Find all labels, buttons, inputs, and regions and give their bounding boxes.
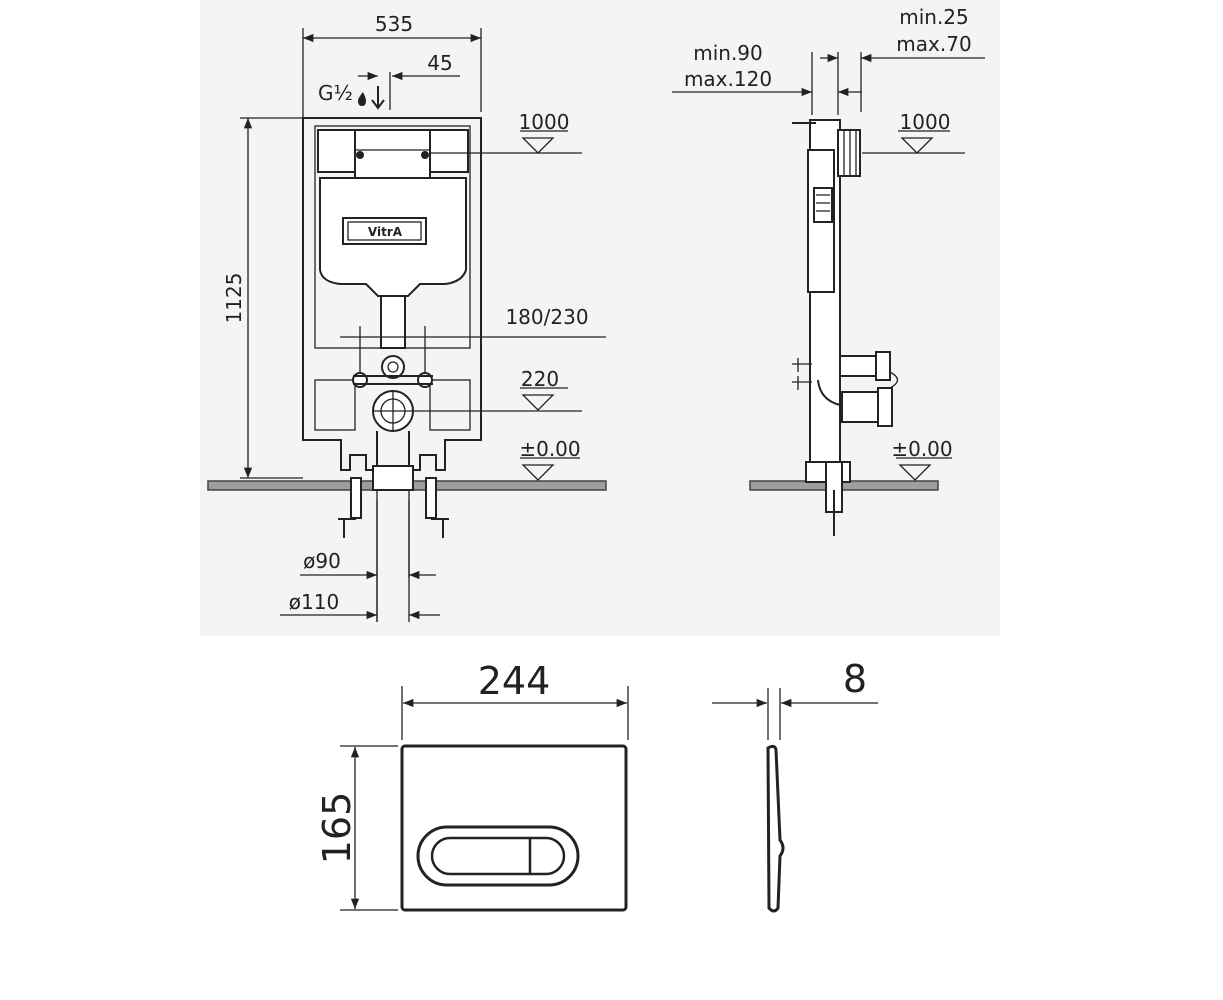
frame-front-view: VitrA G½ bbox=[207, 81, 607, 622]
pipe-90-label: ø90 bbox=[303, 549, 341, 573]
inlet-offset-label: 45 bbox=[427, 51, 452, 75]
inlet-thread-label: G½ bbox=[318, 81, 353, 105]
plate-thickness-label: 8 bbox=[843, 657, 867, 701]
plate-height-label: 165 bbox=[315, 792, 359, 865]
wall-gap-min-label: min.90 bbox=[693, 41, 763, 65]
drawing-background bbox=[200, 0, 1000, 636]
front-dimensions: 535 45 1125 1000 180/230 220 ±0.00 ø90 bbox=[222, 12, 606, 620]
flush-unit bbox=[354, 129, 431, 179]
flush-plate-side: 8 bbox=[712, 657, 878, 913]
level-220-label: 220 bbox=[521, 367, 559, 391]
wall-gap-max-label: max.120 bbox=[684, 67, 772, 91]
frame-side-view bbox=[749, 119, 939, 536]
flush-button-ring bbox=[416, 825, 580, 887]
height-1125-label: 1125 bbox=[222, 273, 246, 324]
side-level-floor-label: ±0.00 bbox=[891, 437, 952, 461]
plate-width-label: 244 bbox=[478, 659, 551, 703]
outlet-spacing-label: 180/230 bbox=[505, 305, 588, 329]
width-535-label: 535 bbox=[375, 12, 413, 36]
level-1000-label: 1000 bbox=[519, 110, 570, 134]
brand-label: VitrA bbox=[368, 225, 403, 239]
flush-plate-front: 244 165 bbox=[315, 659, 629, 912]
side-level-1000-label: 1000 bbox=[900, 110, 951, 134]
fixing-point bbox=[381, 355, 405, 379]
depth-max-label: max.70 bbox=[896, 32, 971, 56]
level-floor-label: ±0.00 bbox=[519, 437, 580, 461]
side-dimensions: min.90 max.120 min.25 max.70 1000 ±0.00 bbox=[672, 5, 985, 481]
flush-button bbox=[430, 836, 566, 876]
plate-profile bbox=[766, 744, 785, 913]
depth-min-label: min.25 bbox=[899, 5, 969, 29]
pipe-110-label: ø110 bbox=[289, 590, 339, 614]
side-flush-unit bbox=[837, 129, 861, 177]
